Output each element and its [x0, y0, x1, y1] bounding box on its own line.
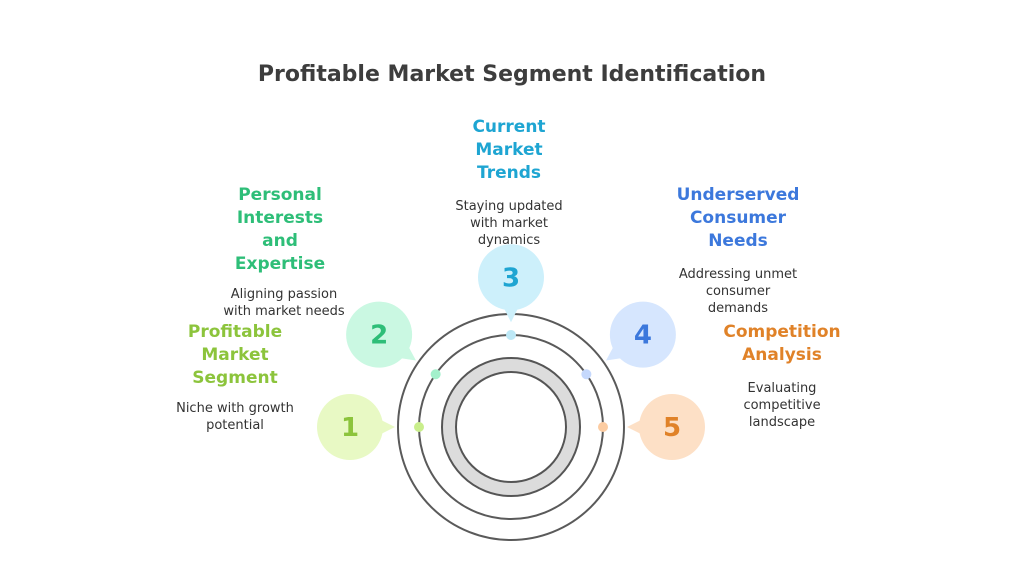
segment-5-number: 5	[663, 413, 681, 443]
segment-3-title: Current Market Trends	[472, 117, 546, 183]
segment-2-description: Aligning passion with market needs	[223, 287, 345, 319]
segment-4-ring-dot	[581, 369, 592, 380]
segment-5-bubble: 5	[627, 394, 705, 460]
segment-1-description: Niche with growth potential	[176, 401, 294, 433]
inner-ring	[443, 359, 579, 495]
segment-4-title: Underserved Consumer Needs	[676, 185, 800, 251]
segment-3-circle	[478, 244, 544, 311]
segment-2-circle	[346, 301, 413, 368]
segment-1-title: Profitable Market Segment	[187, 322, 283, 388]
segment-2-title: Personal Interests and Expertise	[234, 185, 326, 274]
segment-4-circle	[609, 301, 676, 368]
segment-1-circle	[317, 394, 383, 460]
segment-3-number: 3	[502, 263, 520, 293]
inner-ring-outer-edge	[441, 357, 581, 497]
segment-5-description: Evaluating competitive landscape	[743, 381, 821, 430]
segment-2-bubble: 2	[346, 301, 416, 368]
segment-1-ring-dot	[414, 422, 424, 432]
outer-ring	[397, 313, 625, 541]
segment-2-number: 2	[370, 321, 388, 351]
segment-5-ring-dot	[598, 422, 608, 432]
inner-ring-inner-edge	[455, 371, 567, 483]
segment-5-title: Competition Analysis	[723, 322, 841, 365]
segment-2-ring-dot	[430, 369, 441, 380]
segment-3-description: Staying updated with market dynamics	[455, 199, 563, 248]
segment-1-number: 1	[341, 413, 359, 443]
segment-4-number: 4	[634, 321, 652, 351]
segment-4-description: Addressing unmet consumer demands	[678, 267, 798, 316]
segment-5-circle	[639, 394, 705, 460]
segment-3-bubble: 3	[478, 244, 544, 323]
page-title: Profitable Market Segment Identification	[257, 62, 767, 87]
segment-4-bubble: 4	[606, 301, 676, 368]
segment-1-bubble: 1	[317, 394, 395, 460]
segment-marks: 1 2 3 4 5	[317, 244, 705, 460]
segment-3-ring-dot	[506, 330, 516, 340]
